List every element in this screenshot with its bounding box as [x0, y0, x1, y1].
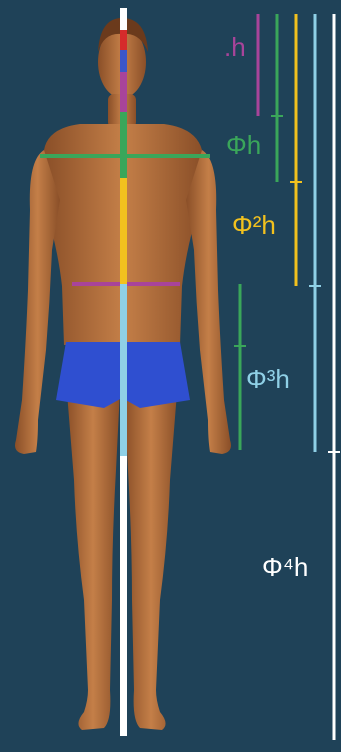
- label-phi3-h: Φ³h: [246, 366, 290, 392]
- segment-white-bottom: [120, 456, 127, 736]
- segment-yellow: [120, 178, 127, 284]
- segment-blue: [120, 50, 127, 72]
- segment-white-top: [120, 8, 127, 30]
- central-measure-line: [120, 8, 127, 736]
- label-h: .h: [224, 34, 246, 60]
- segment-magenta: [120, 72, 127, 112]
- segment-lightblue: [120, 284, 127, 456]
- label-phi4-h: Φ⁴h: [262, 554, 308, 580]
- label-phi-h: Φh: [226, 132, 261, 158]
- label-phi2-h: Φ²h: [232, 212, 276, 238]
- segment-red: [120, 30, 127, 50]
- segment-green: [120, 112, 127, 178]
